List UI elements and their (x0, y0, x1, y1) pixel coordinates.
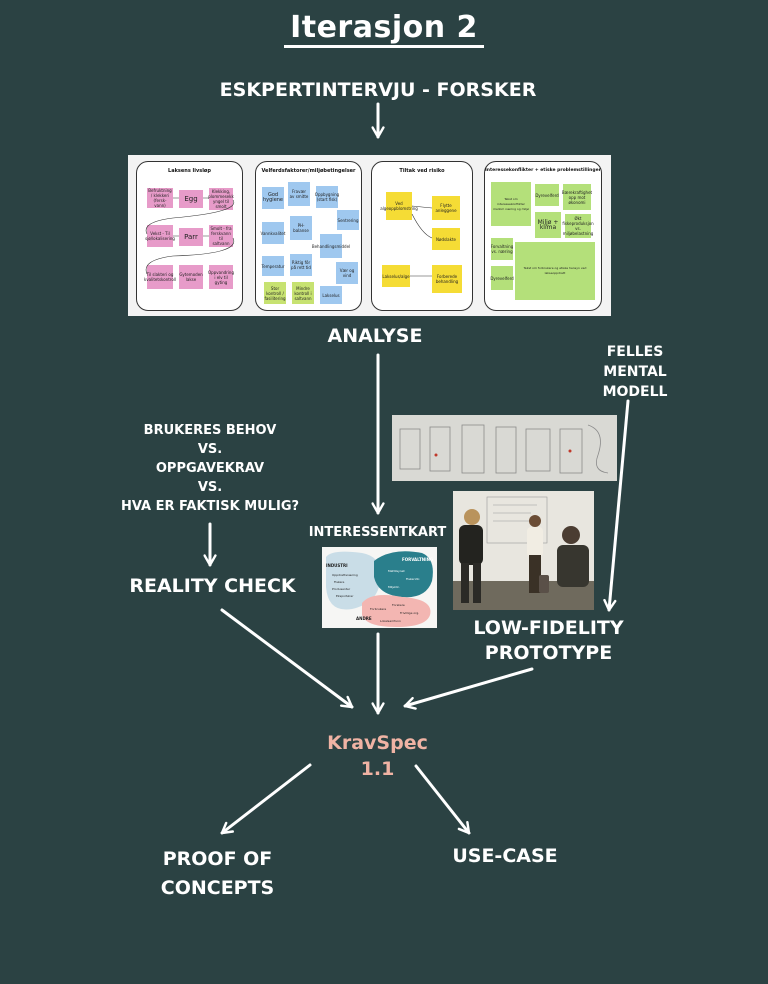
stakeholder-map-image: INDUSTRI FORVALTNING ANDRE Oppdrettsnæri… (322, 547, 437, 628)
sticky-note: Riktig fôr på rett tid (290, 254, 312, 276)
sticky-note: Oppbygning (start fisk) (315, 186, 339, 208)
board-panel-conflicts: Interessekonflikter + etiske problemstil… (484, 161, 602, 311)
sticky-note: Befruktning / klekkeri (fersk-vann) (147, 188, 173, 208)
stakeholder-map-shapes (326, 551, 433, 627)
board-panel-measures: Tiltak ved risiko Ved algeoppblomstring … (371, 161, 473, 311)
whiteboard-sketch-drawing (392, 415, 617, 481)
arrow-kravspec-to-usecase (414, 764, 471, 835)
sticky-note: Mindre kontroll i saltvann (292, 282, 314, 304)
sticky-note: Nødslakte (432, 228, 460, 250)
arrow-prototype-to-kravspec (403, 667, 534, 710)
sticky-note: PH-balanse (290, 216, 312, 240)
shared-model-label: FELLES MENTAL MODELL (602, 344, 668, 400)
low-fidelity-label: LOW-FIDELITY PROTOTYPE (473, 617, 624, 664)
sticky-note: Ved algeoppblomstring (380, 192, 418, 220)
sticky-note: Forvaltning vs. næring (491, 238, 513, 260)
sticky-note: Egg (179, 190, 203, 208)
use-case-label: USE-CASE (452, 845, 558, 867)
sticky-note: Miljø + klima (535, 212, 561, 238)
sticky-note: God hygiene (262, 187, 284, 209)
kravspec-label: KravSpec 1.1 (327, 732, 428, 780)
board-panel-lifecycle: Laksens livsløp Befruktning / klekkeri (… (136, 161, 243, 311)
proof-of-concepts-label: PROOF OF CONCEPTS (160, 848, 275, 899)
sticky-note: Vær og vind (336, 262, 358, 284)
sticky-note: Dyrevelferd (535, 184, 559, 206)
reality-check-label: REALITY CHECK (129, 575, 296, 597)
sticky-note: Lakselus (320, 286, 342, 304)
sticky-note: Tekst om forbrukere og etiske hensyn ved… (515, 242, 595, 300)
sticky-note: Dyrevelferd (490, 266, 514, 290)
stakeholder-map-label: INTERESSENTKART (308, 525, 447, 540)
sticky-note: Temperatur (262, 256, 284, 276)
interview-label: ESKPERTINTERVJU - FORSKER (219, 79, 537, 101)
sticky-note: Tekst om interessekonflikter mellom næri… (491, 182, 531, 226)
sticky-note: Stor kontroll / fasilitering (264, 282, 286, 304)
sticky-note: Klekking, plommesekk yngel til smolt (208, 188, 234, 210)
whiteboard-sketch-photo (392, 415, 617, 481)
sticky-note: Fravær av smitte (288, 182, 310, 206)
sticky-note: Vekst - Til sjø/lokalisering (145, 225, 175, 247)
sticky-note: Behandlingsmiddel (312, 234, 350, 258)
team-prototype-photo (453, 491, 594, 610)
sticky-note: Til slakteri og kvalitetskontroll (144, 265, 176, 289)
sticky-note: Flytte anleggene (432, 196, 460, 220)
sticky-note: Smolt - fra ferskvann til saltvann (209, 225, 233, 247)
user-needs-label: BRUKERES BEHOV VS. OPPGAVEKRAV VS. HVA E… (120, 423, 300, 514)
board-panel-welfare: Velferdsfaktorer/miljøbetingelser God hy… (255, 161, 362, 311)
arrow-kravspec-to-poc (220, 763, 312, 835)
sticky-note: Sentrering (337, 210, 359, 230)
sticky-note: Vannkvalitet (261, 222, 285, 244)
arrow-reality-to-kravspec (220, 608, 354, 709)
measures-connectors (410, 205, 433, 277)
sticky-note: Oppvandring i elv til gyting (208, 265, 234, 289)
analysis-label: ANALYSE (327, 325, 423, 347)
lifecycle-connectors (145, 197, 235, 275)
sticky-note: Økt fiskeproduksjon vs. miljøbelastning (562, 214, 594, 238)
page-title: Iterasjon 2 (0, 10, 768, 48)
sticky-note: Forberede behandling (432, 265, 462, 293)
arrow-model-to-prototype (603, 399, 630, 612)
sticky-note: Bærekraftighet opp mot økonomi (562, 184, 592, 210)
sticky-note: Gytemoden lakse (179, 265, 203, 289)
sticky-note: Parr (179, 228, 203, 246)
analysis-board-image: Laksens livsløp Befruktning / klekkeri (… (128, 155, 611, 316)
sticky-note: Lakselus/alge (382, 265, 410, 287)
team-photo-drawing (453, 491, 594, 610)
